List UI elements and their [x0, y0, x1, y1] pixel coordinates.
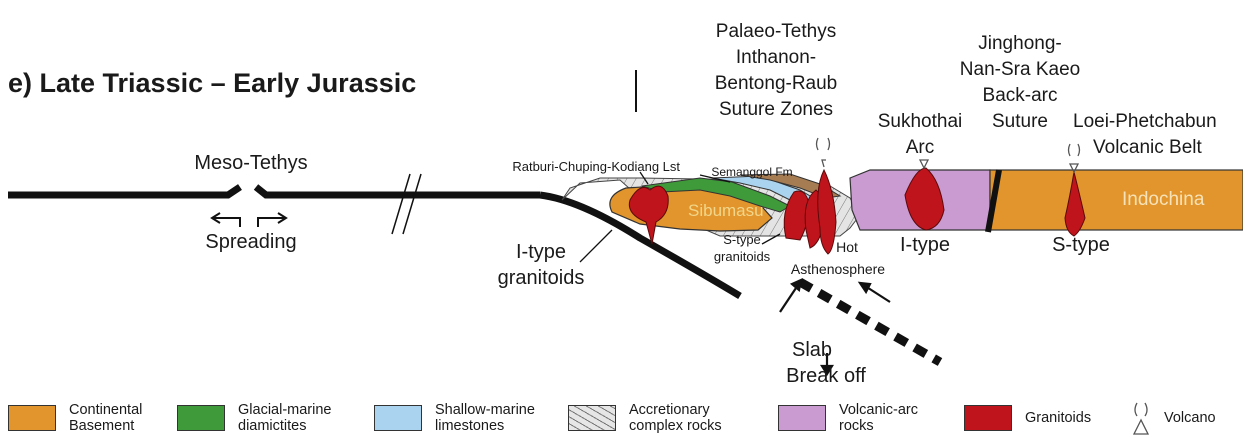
- leader-itype-left: [580, 230, 612, 262]
- legend-item-continental-basement: Continental Basement: [8, 398, 142, 438]
- slab-line-2: Break off: [786, 365, 866, 387]
- legend-label: Granitoids: [1025, 410, 1091, 426]
- panel-title: e) Late Triassic – Early Jurassic: [8, 68, 416, 98]
- stype-right-label: S-type: [1052, 234, 1110, 256]
- legend-item-accretionary: Accretionary complex rocks: [568, 398, 722, 438]
- palaeo-tethys-line-2: Inthanon-: [736, 47, 816, 68]
- itype-arc-label: I-type: [900, 234, 950, 256]
- semanggol-label: Semanggol Fm: [711, 165, 792, 179]
- break-mark-2: [403, 174, 421, 234]
- palaeo-tethys-line-1: Palaeo-Tethys: [716, 21, 836, 42]
- loei-line-2: Volcanic Belt: [1093, 137, 1203, 158]
- legend-label: Glacial-marine diamictites: [238, 402, 331, 434]
- legend-item-shallow-marine: Shallow-marine limestones: [374, 398, 535, 438]
- stype-small-line-1: S-type: [723, 232, 761, 247]
- meso-tethys-label: Meso-Tethys: [194, 152, 307, 174]
- legend: Continental Basement Glacial-marine diam…: [0, 392, 1243, 444]
- jinghong-line-2: Nan-Sra Kaeo: [960, 59, 1080, 80]
- legend-item-glacial-marine: Glacial-marine diamictites: [177, 398, 331, 438]
- legend-swatch-granitoids: [964, 405, 1012, 431]
- volcano-icon: [817, 138, 830, 167]
- break-mark-1: [392, 174, 410, 234]
- itype-left-line-1: I-type: [516, 241, 566, 263]
- jinghong-line-4: Suture: [992, 111, 1048, 132]
- legend-item-volcanic-arc: Volcanic-arc rocks: [778, 398, 918, 438]
- loei-line-1: Loei-Phetchabun: [1073, 111, 1217, 132]
- legend-swatch-basement: [8, 405, 56, 431]
- legend-label: Accretionary complex rocks: [629, 402, 722, 434]
- jinghong-line-3: Back-arc: [983, 85, 1058, 106]
- legend-label: Shallow-marine limestones: [435, 402, 535, 434]
- hot-line-2: Asthenosphere: [791, 261, 885, 277]
- hot-line-1: Hot: [836, 239, 858, 255]
- itype-left-line-2: granitoids: [498, 267, 585, 289]
- arrow-upflow-right-head-icon: [860, 283, 870, 292]
- legend-swatch-limestone: [374, 405, 422, 431]
- legend-item-granitoids: Granitoids: [964, 398, 1091, 438]
- volcano-icon: [920, 160, 928, 168]
- sukhothai-line-2: Arc: [906, 137, 935, 158]
- volcano-icon: [1126, 400, 1156, 436]
- spreading-arrow-right-icon: [258, 213, 286, 227]
- sibumasu-label: Sibumasu: [688, 201, 764, 220]
- sukhothai-line-1: Sukhothai: [878, 111, 963, 132]
- tectonic-diagram: e) Late Triassic – Early Jurassic: [0, 0, 1243, 392]
- arrow-upflow-left-head-icon: [792, 280, 801, 290]
- stype-small-line-2: granitoids: [714, 249, 771, 264]
- granitoid-stype-3: [818, 170, 836, 254]
- legend-swatch-volcanic-arc: [778, 405, 826, 431]
- legend-label: Volcanic-arc rocks: [839, 402, 918, 434]
- jinghong-line-1: Jinghong-: [978, 33, 1061, 54]
- legend-label: Volcano: [1164, 410, 1216, 426]
- oceanic-plate-left: [8, 187, 240, 195]
- palaeo-tethys-line-3: Bentong-Raub: [715, 73, 838, 94]
- legend-swatch-glacial: [177, 405, 225, 431]
- ratburi-label: Ratburi-Chuping-Kodiang Lst: [512, 159, 680, 174]
- volcano-icon: [1069, 144, 1080, 172]
- spreading-label: Spreading: [205, 231, 296, 253]
- spreading-arrow-left-icon: [212, 213, 240, 227]
- volcano-icons: [817, 138, 1080, 172]
- legend-item-volcano: Volcano: [1126, 398, 1216, 438]
- palaeo-tethys-line-4: Suture Zones: [719, 99, 833, 120]
- slab-line-1: Slab: [792, 339, 832, 361]
- legend-label: Continental Basement: [69, 402, 142, 434]
- oceanic-plate-right: [256, 187, 540, 195]
- legend-swatch-accretionary: [568, 405, 616, 431]
- spreading-arrows: [212, 213, 286, 227]
- indochina-label: Indochina: [1122, 189, 1205, 210]
- indochina-basement: [990, 170, 1243, 230]
